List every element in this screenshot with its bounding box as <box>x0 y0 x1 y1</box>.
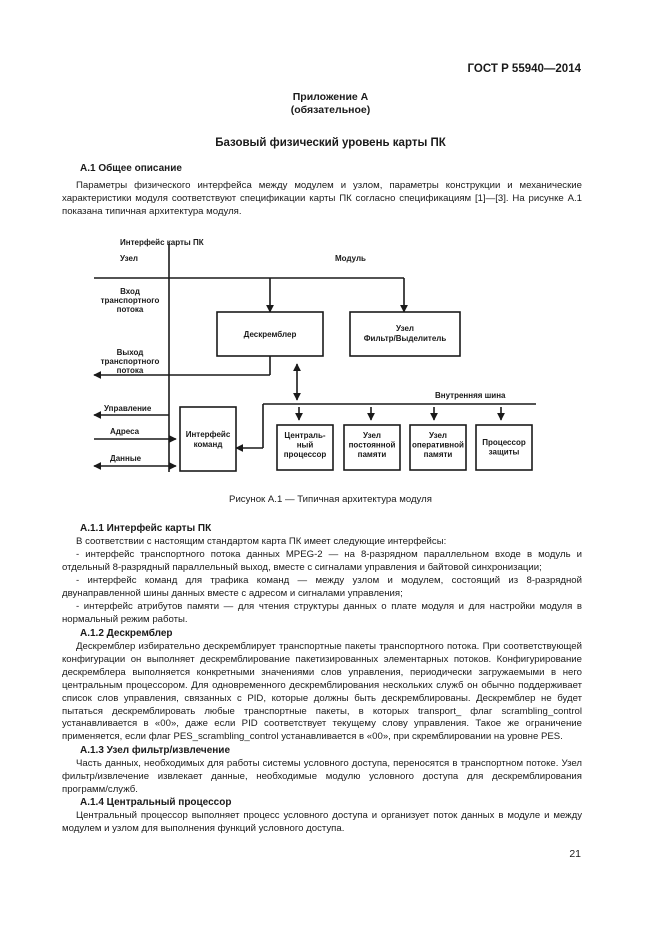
descrambler-text: Дескремблер <box>244 330 297 339</box>
list-item: - интерфейс команд для трафика команд — … <box>62 575 582 599</box>
cpu-box <box>276 424 334 471</box>
command-interface-box <box>179 406 237 472</box>
descrambler-box <box>216 311 324 357</box>
data-label: Данные <box>110 454 142 463</box>
annex-title: Приложение А <box>292 91 369 103</box>
list-item: - интерфейс транспортного потока данных … <box>62 549 582 573</box>
list-item: - интерфейс атрибутов памяти — для чтени… <box>62 601 582 625</box>
pc-card-interface-label: Интерфейс карты ПК <box>120 238 204 247</box>
annex-note: (обязательное) <box>290 104 371 116</box>
standard-number: ГОСТ Р 55940—2014 <box>467 63 581 75</box>
section-a13-heading: А.1.3 Узел фильтр/извлечение <box>80 745 231 756</box>
address-label: Адреса <box>110 427 140 436</box>
internal-bus-label: Внутренняя шина <box>435 391 506 400</box>
section-a1-heading: А.1 Общее описание <box>80 163 182 174</box>
section-a14-paragraph: Центральный процессор выполняет процесс … <box>62 810 582 834</box>
rom-box <box>343 424 401 471</box>
figure-caption: Рисунок А.1 — Типичная архитектура модул… <box>229 494 432 505</box>
section-a11-intro: В соответствии с настоящим стандартом ка… <box>76 536 447 547</box>
section-a1-paragraph: Параметры физического интерфейса между м… <box>62 180 582 217</box>
section-a14-heading: А.1.4 Центральный процессор <box>80 797 232 808</box>
section-a11-heading: А.1.1 Интерфейс карты ПК <box>80 523 212 534</box>
section-a13-paragraph: Часть данных, необходимых для работы сис… <box>62 758 582 795</box>
host-label: Узел <box>120 254 138 263</box>
section-a12-heading: А.1.2 Дескремблер <box>80 628 173 639</box>
control-label: Управление <box>104 404 152 413</box>
filter-box <box>349 311 461 357</box>
section-a12-paragraph: Дескремблер избирательно дескремблирует … <box>62 641 582 743</box>
module-label: Модуль <box>335 254 366 263</box>
page-title: Базовый физический уровень карты ПК <box>215 137 446 149</box>
ram-box <box>409 424 467 471</box>
page-number: 21 <box>569 848 581 860</box>
security-processor-box <box>475 424 533 471</box>
